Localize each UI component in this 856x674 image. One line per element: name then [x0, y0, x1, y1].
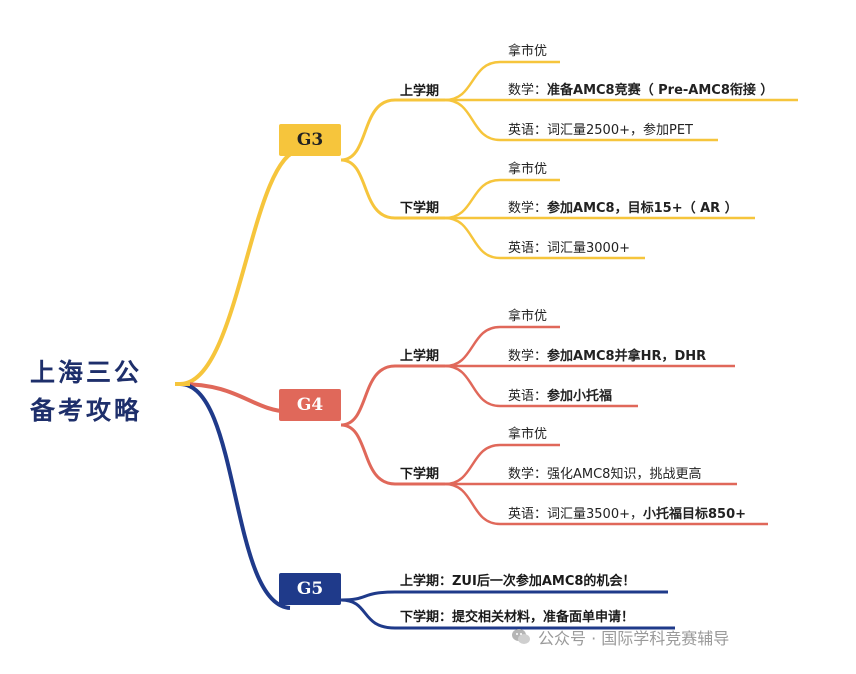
g4-term1-item1: 拿市优: [508, 305, 547, 324]
g4-term1-item2: 数学：参加AMC8并拿HR，DHR: [508, 345, 706, 364]
leaf-bold: 准备AMC8竞赛（ Pre-AMC8衔接 ）: [547, 83, 774, 98]
g3-term2-label: 下学期: [400, 201, 440, 216]
g5-term2-label: 下学期：提交相关材料，准备面单申请！: [400, 610, 635, 625]
leaf-prefix: 英语：词汇量3500+，: [508, 507, 643, 522]
connector-g5-term2: [340, 598, 675, 630]
g3-term1-item1: 拿市优: [508, 40, 547, 59]
connector-g3-t1-i1: [444, 60, 560, 102]
root-title-line1: 上海三公: [30, 358, 143, 387]
leaf-bold: 参加AMC8，目标15+（ AR ）: [547, 201, 738, 216]
g3-term1-label: 上学期: [400, 84, 440, 99]
g4-term2-item1: 拿市优: [508, 423, 547, 442]
g4-term2-label: 下学期: [400, 467, 440, 482]
leaf-text: 拿市优: [508, 427, 548, 442]
grade-g4-node: G4: [279, 389, 341, 421]
leaf-text: 拿市优: [508, 44, 548, 59]
connector-g4-t2-i3: [444, 482, 768, 526]
connector-g3-term2: [340, 158, 445, 220]
leaf-text: 拿市优: [508, 309, 548, 324]
connector-g3-t2-i3: [444, 216, 645, 260]
g3-term1-item3: 英语：词汇量2500+，参加PET: [508, 119, 693, 138]
connector-g3-t2-i1: [444, 178, 560, 220]
grade-g5-node: G5: [279, 573, 341, 605]
leaf-prefix: 数学：: [508, 83, 548, 98]
watermark: 公众号 · 国际学科竞赛辅导: [510, 625, 729, 649]
g3-term2-item2: 数学：参加AMC8，目标15+（ AR ）: [508, 197, 738, 216]
g3-term2-item1: 拿市优: [508, 158, 547, 177]
root-title-line2: 备考攻略: [30, 396, 143, 425]
connector-g4-t2-i1: [444, 443, 560, 486]
leaf-text: 数学：强化AMC8知识，挑战更高: [508, 467, 702, 482]
leaf-text: 英语：词汇量3000+: [508, 241, 630, 256]
g3-term2-item3: 英语：词汇量3000+: [508, 237, 630, 256]
g4-term2-item3: 英语：词汇量3500+，小托福目标850+: [508, 503, 746, 522]
leaf-bold: 小托福目标850+: [642, 507, 747, 522]
leaf-text: 拿市优: [508, 162, 548, 177]
g5-term1-label: 上学期：ZUI后一次参加AMC8的机会！: [400, 574, 636, 589]
connector-root-g4: [179, 382, 291, 414]
connector-g4-t1-i1: [444, 325, 560, 368]
connector-g4-term1: [340, 364, 445, 427]
connector-g4-term2: [340, 423, 445, 486]
g4-term1-item3: 英语：参加小托福: [508, 385, 612, 404]
g4-term1-label: 上学期: [400, 349, 440, 364]
leaf-prefix: 数学：: [508, 201, 548, 216]
leaf-prefix: 数学：: [508, 349, 548, 364]
wechat-icon: [512, 629, 530, 644]
connector-g3-t1-i3: [444, 98, 718, 142]
g3-term1-item2: 数学：准备AMC8竞赛（ Pre-AMC8衔接 ）: [508, 79, 773, 98]
leaf-prefix: 英语：: [508, 389, 548, 404]
leaf-text: 英语：词汇量2500+，参加PET: [508, 123, 693, 138]
connector-g4-t1-i3: [444, 364, 638, 408]
connector-root-g5: [179, 382, 291, 610]
leaf-bold: 参加小托福: [547, 389, 613, 404]
g4-term2-item2: 数学：强化AMC8知识，挑战更高: [508, 463, 701, 482]
leaf-bold: 参加AMC8并拿HR，DHR: [547, 349, 707, 364]
watermark-text: 公众号 · 国际学科竞赛辅导: [538, 629, 730, 648]
connector-root-g3: [179, 148, 301, 386]
connector-g5-term1: [340, 590, 668, 602]
connector-g3-term1: [340, 98, 445, 162]
grade-g3-node: G3: [279, 124, 341, 156]
root-node: 上海三公 备考攻略: [30, 354, 160, 430]
